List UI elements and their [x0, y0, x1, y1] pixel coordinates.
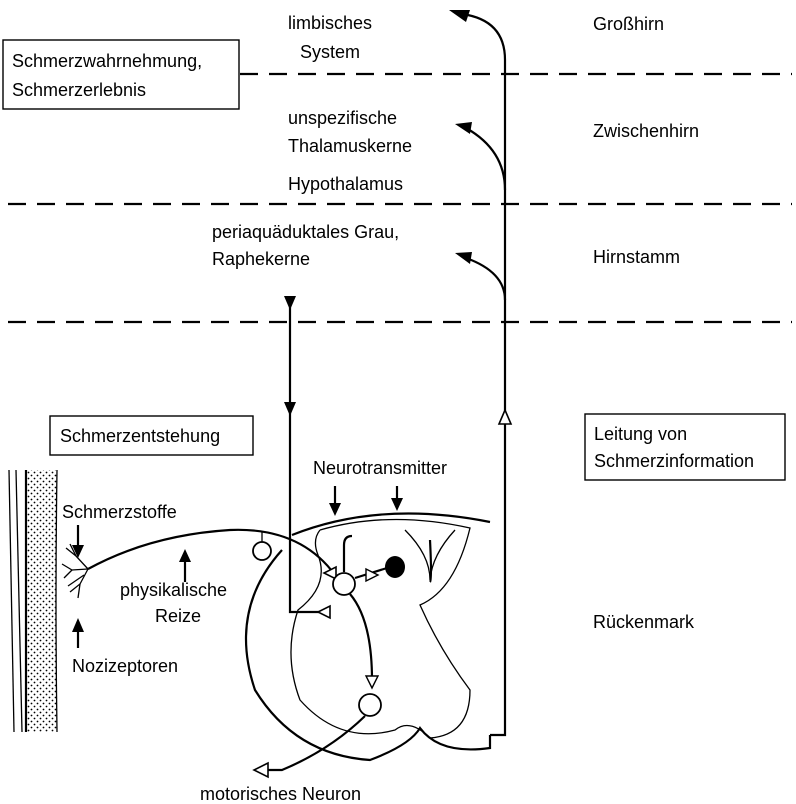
label-phys-2: Reize	[155, 606, 201, 626]
label-hirnstamm: Hirnstamm	[593, 247, 680, 267]
spinal-ganglion	[253, 542, 271, 560]
label-limbic-1: limbisches	[288, 13, 372, 33]
motor-connection	[350, 594, 372, 680]
label-thalamus-2: Thalamuskerne	[288, 136, 412, 156]
branch-thalamus	[466, 128, 505, 190]
synapse-motor	[366, 676, 378, 688]
ascending-arrow-hirnstamm	[455, 252, 472, 264]
ascending-pathway	[462, 14, 505, 735]
descending-arrow-lower	[284, 402, 296, 416]
label-hypothalamus: Hypothalamus	[288, 174, 403, 194]
nociceptor-endings	[62, 544, 88, 598]
projection-neuron	[333, 573, 355, 595]
label-origin: Schmerzentstehung	[60, 426, 220, 446]
skin	[9, 470, 57, 732]
label-grau-1: periaquäduktales Grau,	[212, 222, 399, 242]
label-limbic-2: System	[300, 42, 360, 62]
label-nozizeptoren: Nozizeptoren	[72, 656, 178, 676]
afferent-fiber	[88, 530, 335, 575]
ascending-arrow-spinal	[499, 410, 511, 424]
ascending-arrow-grosshirn	[449, 10, 470, 22]
motor-arrow	[254, 763, 268, 777]
synapse-descending	[318, 606, 330, 618]
label-perception-2: Schmerzerlebnis	[12, 80, 146, 100]
label-phys-1: physikalische	[120, 580, 227, 600]
crossing-fiber	[344, 536, 352, 572]
label-zwischenhirn: Zwischenhirn	[593, 121, 699, 141]
label-perception-1: Schmerzwahrnehmung,	[12, 51, 202, 71]
label-grosshirn: Großhirn	[593, 14, 664, 34]
label-thalamus-1: unspezifische	[288, 108, 397, 128]
ascending-arrow-thalamus	[455, 122, 472, 134]
label-motor: motorisches Neuron	[200, 784, 361, 804]
label-conduction-2: Schmerzinformation	[594, 451, 754, 471]
descending-pathway	[290, 298, 330, 612]
label-neurotransmitter: Neurotransmitter	[313, 458, 447, 478]
inhibitory-interneuron	[385, 556, 405, 578]
label-conduction-1: Leitung von	[594, 424, 687, 444]
label-grau-2: Raphekerne	[212, 249, 310, 269]
label-schmerzstoffe: Schmerzstoffe	[62, 502, 177, 522]
descending-arrow-upper	[284, 296, 296, 310]
label-rueckenmark: Rückenmark	[593, 612, 695, 632]
motor-neuron	[359, 694, 381, 716]
branch-hirnstamm	[466, 258, 505, 300]
